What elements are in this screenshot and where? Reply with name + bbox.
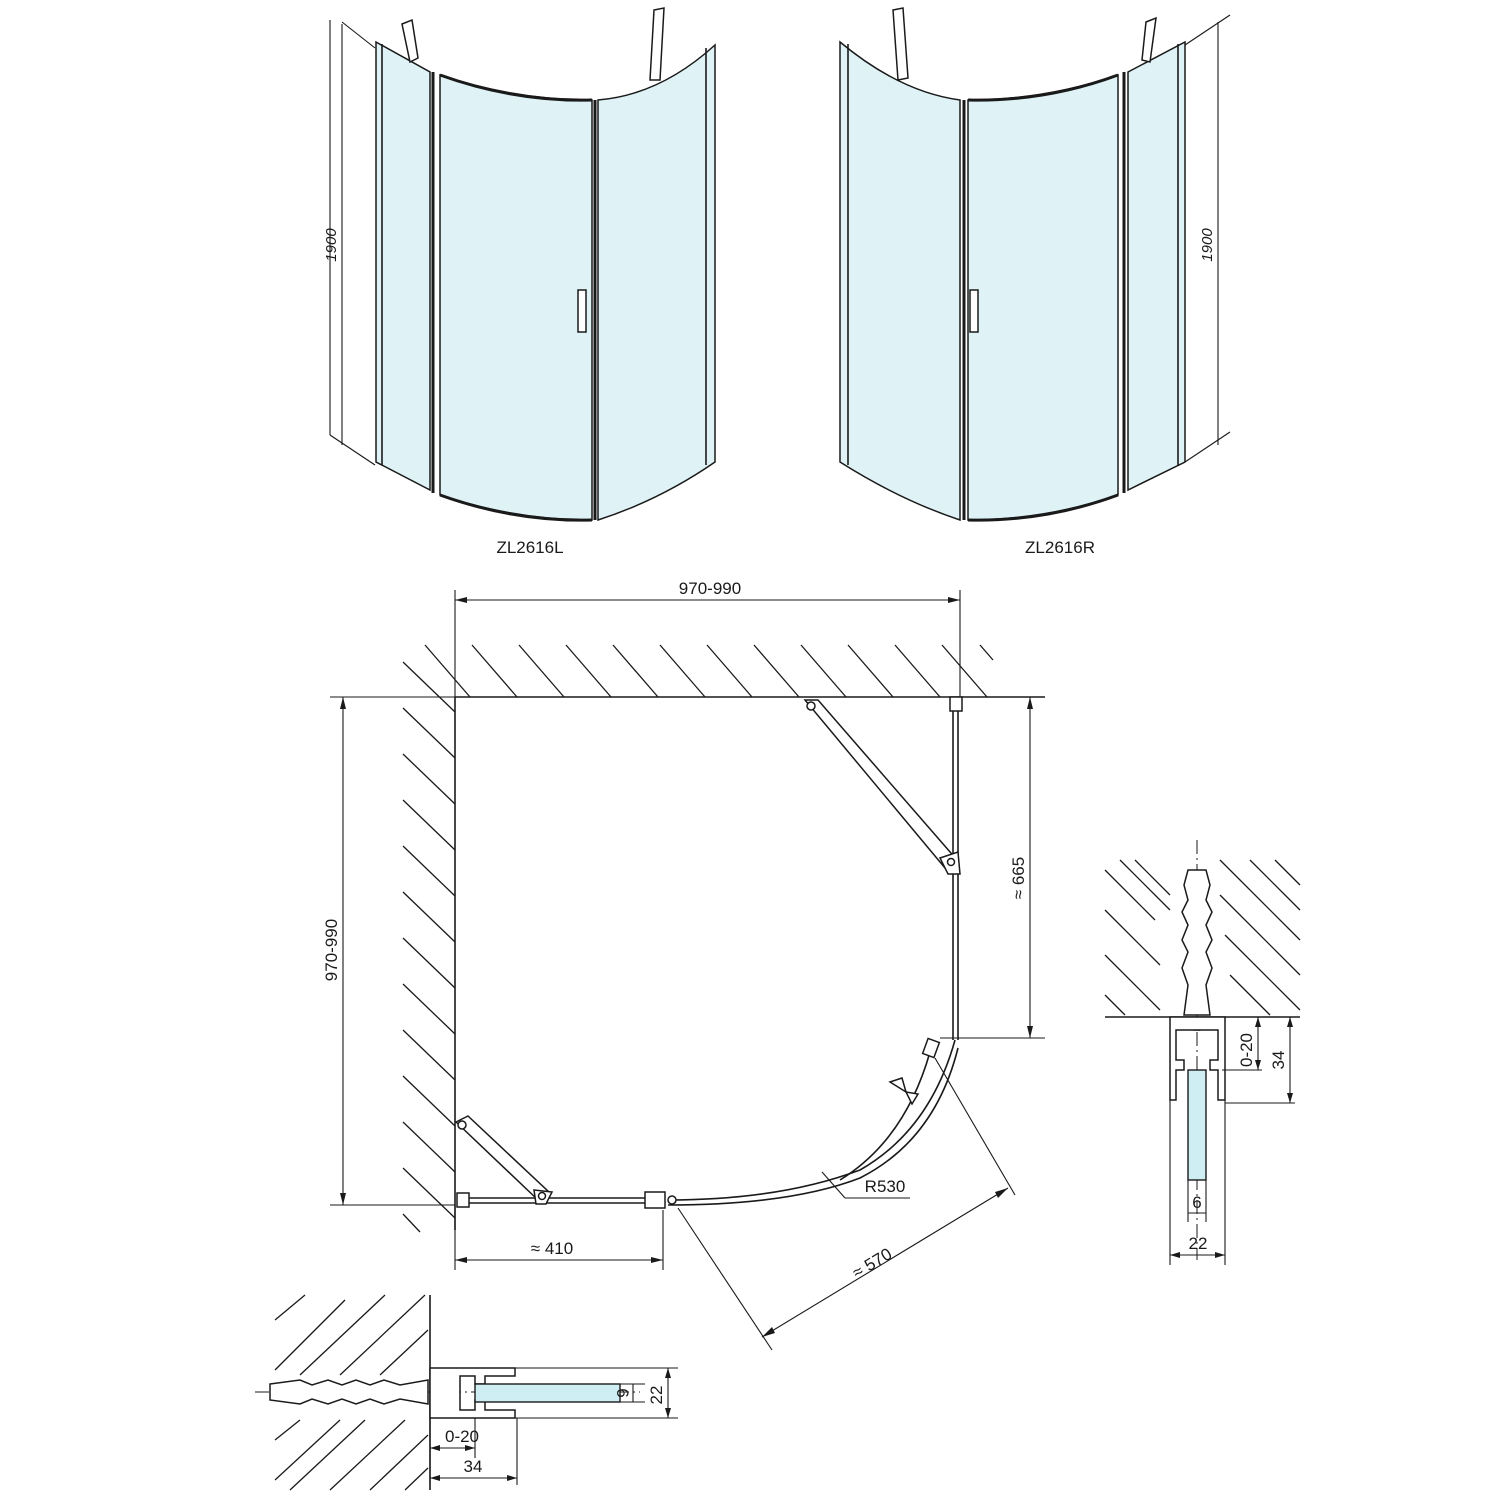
elevation-right-door-panel bbox=[967, 73, 1119, 521]
profile-horizontal-glass bbox=[474, 1383, 621, 1403]
elevation-right-stay-bar-1 bbox=[892, 7, 909, 81]
profile-vertical-glass-label: 6 bbox=[1192, 1193, 1201, 1212]
elevation-right-fixed-panel bbox=[1127, 40, 1186, 492]
plan-left-wall-hatch bbox=[402, 661, 456, 1233]
plan-depth-label: 970-990 bbox=[322, 919, 341, 981]
elevation-left-model-label: ZL2616L bbox=[496, 538, 563, 557]
profile-horizontal-wall-profile bbox=[429, 1367, 516, 1419]
elevation-left-floor-line bbox=[329, 434, 376, 466]
profile-vertical-depth-label: 34 bbox=[1269, 1051, 1288, 1070]
profile-horizontal-glass-label: 6 bbox=[613, 1388, 632, 1397]
profile-horizontal-width-label: 22 bbox=[647, 1386, 666, 1405]
profile-horizontal-wall-plug bbox=[269, 1379, 429, 1405]
elevation-right-door-handle bbox=[969, 289, 979, 333]
profile-detail-vertical: 22 6 0-20 34 bbox=[1104, 840, 1301, 1265]
profile-vertical-wall-profile bbox=[1169, 1016, 1226, 1101]
elevation-left-height-label: 1900 bbox=[323, 228, 340, 262]
plan-top-wall-hatch bbox=[424, 644, 994, 698]
profile-horizontal-adjust-label: 0-20 bbox=[445, 1427, 479, 1446]
elevation-left-wall-top bbox=[341, 21, 376, 49]
plan-door-label: ≈ 570 bbox=[849, 1244, 895, 1282]
plan-door-stopper-2 bbox=[904, 1091, 920, 1106]
plan-door-dim-line bbox=[761, 1187, 1009, 1338]
profile-vertical-wall-plug bbox=[1181, 869, 1213, 1016]
elevation-left-stay-bar-1 bbox=[401, 18, 419, 64]
profile-vertical-glass bbox=[1187, 1069, 1207, 1181]
profile-horizontal-wall-hatch bbox=[274, 1294, 429, 1491]
profile-detail-horizontal: 22 6 0-20 34 bbox=[255, 1294, 678, 1491]
plan-wall-profile-left bbox=[456, 1192, 470, 1208]
elevation-left-stay-bar-2 bbox=[649, 7, 665, 81]
elevation-right: 1900 bbox=[839, 7, 1231, 522]
profile-vertical-width-label: 22 bbox=[1189, 1234, 1208, 1253]
plan-door-magnet-block bbox=[921, 1037, 941, 1059]
elevation-right-stay-bar-2 bbox=[1141, 16, 1157, 63]
plan-radius-leader bbox=[821, 1171, 846, 1199]
elevation-left-bottom-rail bbox=[439, 493, 593, 522]
plan-stay-bar-top bbox=[803, 699, 959, 869]
elevation-right-wall-top bbox=[1184, 14, 1231, 46]
plan-radius-label: R530 bbox=[865, 1177, 906, 1196]
elevation-right-height-label: 1900 bbox=[1199, 228, 1216, 262]
elevation-right-bottom-rail bbox=[967, 493, 1119, 522]
profile-vertical-adjust-label: 0-20 bbox=[1237, 1033, 1256, 1067]
elevation-left: 1900 bbox=[323, 7, 716, 522]
plan-door-stopper-1 bbox=[888, 1077, 908, 1094]
plan-front-panel-label: ≈ 410 bbox=[531, 1239, 573, 1258]
plan-curved-door-glass bbox=[667, 1039, 956, 1201]
elevation-left-curved-panel bbox=[597, 43, 716, 522]
elevation-right-model-label: ZL2616R bbox=[1025, 538, 1095, 557]
elevation-right-floor-line bbox=[1184, 431, 1231, 463]
elevation-left-fixed-panel bbox=[375, 40, 431, 492]
elevation-left-top-rail bbox=[439, 73, 593, 102]
profile-horizontal-depth-label: 34 bbox=[464, 1457, 483, 1476]
profile-vertical-wall-hatch bbox=[1104, 859, 1301, 1016]
elevation-left-door-handle bbox=[577, 289, 587, 333]
plan-width-label: 970-990 bbox=[679, 579, 741, 598]
elevation-right-curved-panel bbox=[839, 40, 961, 522]
plan-wall-profile-right bbox=[949, 696, 963, 712]
plan-view: 970-990 970-990 ≈ 665 ≈ 410 ≈ 570 R530 bbox=[322, 579, 1045, 1351]
plan-door-hinge-block bbox=[644, 1191, 666, 1209]
plan-side-panel-label: ≈ 665 bbox=[1009, 857, 1028, 899]
elevation-left-door-panel bbox=[439, 73, 593, 521]
plan-stay-bar-bottom bbox=[454, 1115, 552, 1201]
elevation-right-top-rail bbox=[967, 73, 1119, 102]
